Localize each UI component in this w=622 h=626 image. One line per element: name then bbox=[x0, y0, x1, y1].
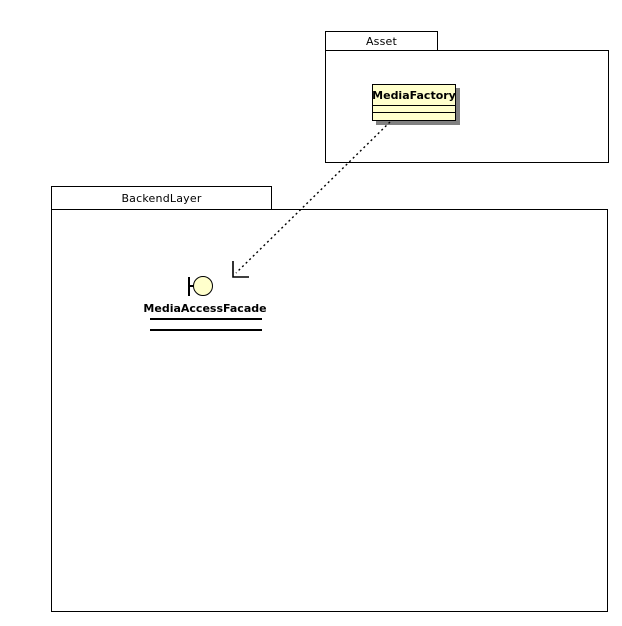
package-body-backendlayer[interactable] bbox=[51, 209, 608, 612]
interface-underline-primary bbox=[150, 318, 262, 320]
package-tab-label-asset: Asset bbox=[365, 34, 398, 48]
interface-underline-secondary bbox=[150, 329, 262, 331]
class-box-mediafactory[interactable]: MediaFactory bbox=[372, 84, 456, 121]
package-tab-asset[interactable]: Asset bbox=[325, 31, 438, 50]
interface-lollipop-mediaaccessfacade[interactable] bbox=[188, 276, 216, 298]
package-body-asset[interactable] bbox=[325, 50, 609, 163]
class-name-mediafactory: MediaFactory bbox=[372, 85, 456, 106]
lollipop-stem-horizontal bbox=[188, 285, 194, 287]
lollipop-ball-icon bbox=[193, 276, 213, 296]
interface-label-mediaaccessfacade: MediaAccessFacade bbox=[143, 302, 267, 315]
class-attributes-compartment-mediafactory bbox=[373, 106, 455, 113]
package-tab-label-backendlayer: BackendLayer bbox=[121, 191, 202, 205]
class-operations-compartment-mediafactory bbox=[373, 113, 455, 120]
package-tab-backendlayer[interactable]: BackendLayer bbox=[51, 186, 272, 209]
